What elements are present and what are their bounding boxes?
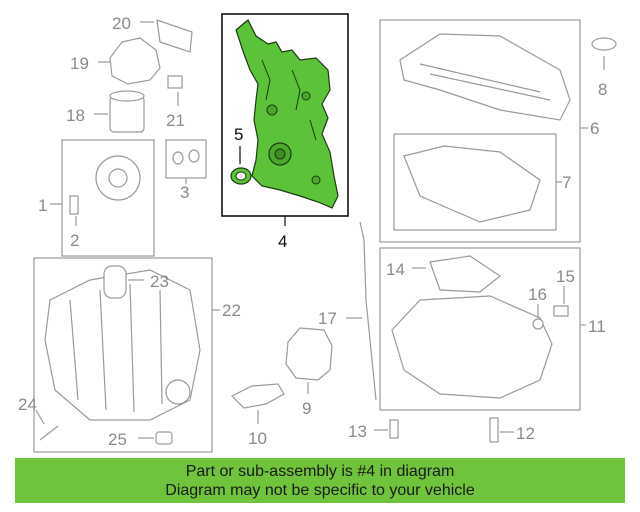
callout-3: 3 [180,183,189,202]
callout-25: 25 [108,430,127,449]
timing-cover-ribs [261,59,317,141]
part-3-oring-b [188,149,200,163]
timing-cover-boss-b [301,91,311,101]
part-1-pulley [95,155,141,201]
callout-13: 13 [348,422,367,441]
part-22-throttle [165,379,191,405]
part-7-group[interactable]: 7 [393,133,571,231]
callout-21: 21 [166,111,185,130]
part-6-group[interactable]: 6 [379,19,599,243]
callout-24: 24 [18,395,37,414]
part-8-group[interactable]: 8 [591,37,617,99]
callout-23: 23 [150,272,169,291]
part-16-washer [532,318,544,330]
part-6-valve-cover [399,33,571,121]
part-15-drain-bolt [553,305,569,317]
front-seal-hole [235,171,247,181]
part-15-group[interactable]: 15 [553,267,575,317]
part-3-oring-a [172,151,184,165]
callout-2: 2 [70,231,79,250]
part-12-bolt [489,417,499,443]
part-1-group[interactable]: 1 2 [38,139,155,257]
part-3-box [165,139,207,179]
part-17-group[interactable]: 17 [318,221,377,401]
callout-6: 6 [590,119,599,138]
callout-7: 7 [562,173,571,192]
part-11-box [379,247,581,411]
part-25-plug [155,431,173,445]
part-18-group[interactable]: 18 [66,90,145,133]
part-1-pulley-hub [108,168,128,188]
callout-20: 20 [112,14,131,33]
callout-15: 15 [556,267,575,286]
part-20-group[interactable]: 20 [112,14,193,53]
part-23-group[interactable]: 23 [103,265,169,299]
callout-1: 1 [38,196,47,215]
part-11-oil-pan [391,295,553,399]
part-6-box [379,19,581,243]
part-24-bolt [39,425,59,441]
callout-17: 17 [318,309,337,328]
part-11-group[interactable]: 11 [379,247,606,411]
part-9-engine-mount [285,327,333,381]
timing-cover-bore-center [274,148,286,160]
part-9-group[interactable]: 9 [285,327,333,418]
part-19-housing [109,37,161,85]
part-7-gasket [403,145,541,223]
part-13-group[interactable]: 13 [348,419,399,441]
part-13-bolt [389,419,399,439]
part-14-group[interactable]: 14 [386,255,502,293]
part-3-group[interactable]: 3 [165,139,207,202]
callout-14: 14 [386,260,405,279]
part-2-bolt [69,195,79,215]
callout-16: 16 [528,285,547,304]
part-8-oil-cap [591,37,617,51]
part-1-box [61,139,155,257]
part-25-group[interactable]: 25 [108,430,173,449]
callout-12: 12 [516,424,535,443]
part-22-runners [69,283,163,413]
part-16-group[interactable]: 16 [528,285,547,330]
leader-24 [35,409,45,425]
callout-18: 18 [66,106,85,125]
callout-10: 10 [248,429,267,448]
part-19-group[interactable]: 19 [70,37,161,85]
part-10-bracket [230,383,285,409]
timing-cover-boss-a [266,104,278,116]
banner-line-1: Part or sub-assembly is #4 in diagram [185,463,455,480]
callout-5: 5 [234,125,243,144]
callout-8: 8 [598,80,607,99]
part-17-dipstick [359,221,377,401]
part-22-group[interactable]: 22 [33,257,241,453]
part-21-sensor [167,75,183,89]
callout-19: 19 [70,54,89,73]
part-22-box [33,257,213,453]
callout-9: 9 [302,399,311,418]
part-23-gasket [103,265,127,299]
banner-line-2: Diagram may not be specific to your vehi… [165,482,475,499]
timing-cover-shape [235,19,339,209]
part-4-group[interactable]: 5 4 [221,13,349,251]
part-21-group[interactable]: 21 [166,75,185,130]
callout-11: 11 [588,317,606,336]
part-14-baffle [429,255,502,293]
callout-22: 22 [222,301,241,320]
timing-cover-boss-c [311,175,321,185]
part-18-filter-top [109,90,145,102]
part-12-group[interactable]: 12 [489,417,535,443]
part-20-gasket [156,19,193,53]
callout-4: 4 [278,232,287,251]
part-10-group[interactable]: 10 [230,383,285,448]
part-24-group[interactable]: 24 [18,395,59,441]
part-6-cover-detail [419,63,551,101]
part-info-banner: Part or sub-assembly is #4 in diagram Di… [15,458,625,503]
